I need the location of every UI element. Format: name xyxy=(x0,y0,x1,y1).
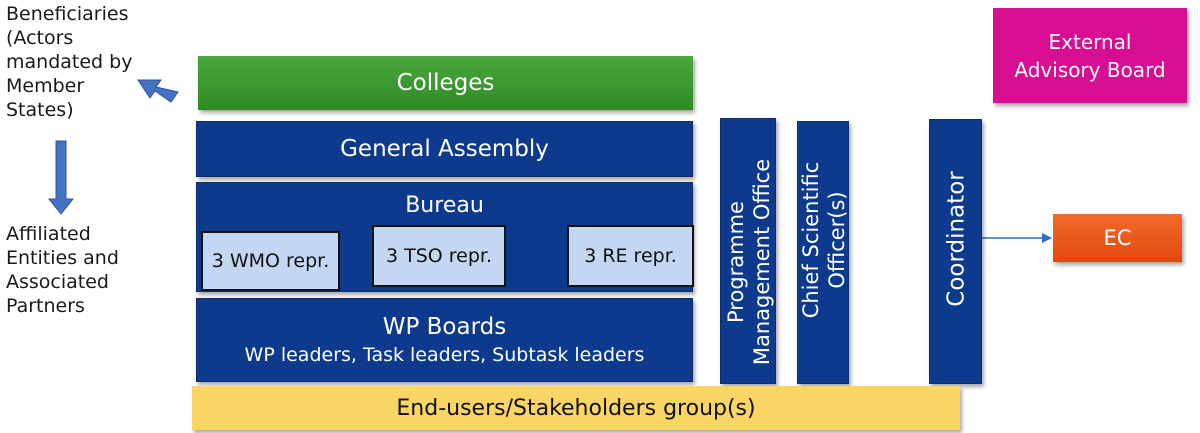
chief-scientific-officer-box: Chief Scientific Officer(s) xyxy=(797,121,849,384)
arrowhead-icon xyxy=(1042,233,1052,243)
coordinator-label: Coordinator xyxy=(943,171,970,307)
end-users-box: End-users/Stakeholders group(s) xyxy=(192,386,960,430)
end-users-label: End-users/Stakeholders group(s) xyxy=(396,395,756,421)
wp-boards-box: WP Boards WP leaders, Task leaders, Subt… xyxy=(196,298,693,382)
wmo-repr-box: 3 WMO repr. xyxy=(201,231,340,291)
beneficiaries-label: Beneficiaries (Actors mandated by Member… xyxy=(6,3,133,121)
chief-scientific-officer-label: Chief Scientific Officer(s) xyxy=(799,161,849,319)
affiliated-label: Affiliated Entities and Associated Partn… xyxy=(6,223,119,317)
tso-repr-box: 3 TSO repr. xyxy=(372,225,506,287)
coordinator-box: Coordinator xyxy=(929,119,982,384)
general-assembly-box: General Assembly xyxy=(196,121,693,177)
colleges-label: Colleges xyxy=(396,70,495,96)
colleges-box: Colleges xyxy=(198,56,693,110)
bureau-label: Bureau xyxy=(405,193,484,218)
ec-box: EC xyxy=(1053,214,1182,262)
general-assembly-label: General Assembly xyxy=(340,136,549,162)
wp-boards-subtitle: WP leaders, Task leaders, Subtask leader… xyxy=(244,344,645,366)
bureau-box: Bureau 3 WMO repr. 3 TSO repr. 3 RE repr… xyxy=(196,182,694,292)
programme-management-office-box: Programme Management Office xyxy=(720,118,776,384)
re-repr-box: 3 RE repr. xyxy=(567,225,694,287)
wp-boards-title: WP Boards xyxy=(382,314,507,340)
up-left-arrow-icon xyxy=(137,79,179,103)
external-advisory-board-box: External Advisory Board xyxy=(993,8,1187,103)
down-arrow-icon xyxy=(47,140,75,215)
programme-management-office-label: Programme Management Office xyxy=(724,158,774,366)
ec-label: EC xyxy=(1103,226,1132,250)
